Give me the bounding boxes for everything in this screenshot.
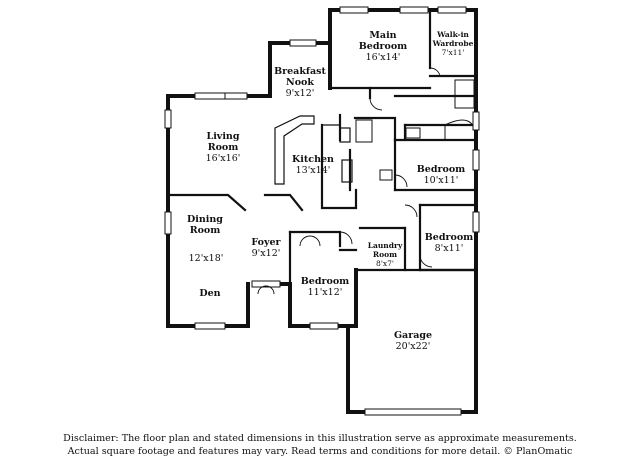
disclaimer: Disclaimer: The floor plan and stated di… xyxy=(0,432,640,458)
main-bedroom-dim: 16'x14' xyxy=(365,52,401,63)
kitchen-counter xyxy=(274,115,353,185)
breakfast-nook-label: Breakfast Nook 9'x12' xyxy=(272,66,328,99)
foyer-label: Foyer 9'x12' xyxy=(238,237,294,259)
bedroom-1-dim: 10'x11' xyxy=(423,175,459,186)
garage-dim: 20'x22' xyxy=(395,341,431,352)
walk-in-dim: 7'x11' xyxy=(441,48,465,57)
garage-label: Garage 20'x22' xyxy=(385,330,441,352)
living-room-name-line1: Living xyxy=(206,131,240,142)
laundry-dim: 8'x7' xyxy=(376,259,394,268)
interior-walls xyxy=(166,8,478,286)
kitchen-name: Kitchen xyxy=(292,154,334,165)
dining-room-name-line2: Room xyxy=(189,225,221,236)
foyer-dim: 9'x12' xyxy=(251,248,281,259)
bedroom-3-dim: 11'x12' xyxy=(307,287,343,298)
laundry-room-label: Laundry Room 8'x7' xyxy=(360,241,410,268)
bedroom-1-label: Bedroom 10'x11' xyxy=(412,164,470,186)
walk-in-name-line2: Wardrobe xyxy=(432,39,474,48)
laundry-name-line2: Room xyxy=(372,250,398,259)
foyer-name: Foyer xyxy=(251,237,281,248)
disclaimer-line2: Actual square footage and features may v… xyxy=(67,446,573,457)
walk-in-wardrobe-label: Walk-in Wardrobe 7'x11' xyxy=(432,30,474,57)
den-label: Den xyxy=(190,288,230,299)
den-name: Den xyxy=(199,288,221,299)
breakfast-nook-dim: 9'x12' xyxy=(285,88,315,99)
bedroom-2-label: Bedroom 8'x11' xyxy=(420,232,478,254)
disclaimer-line1: Disclaimer: The floor plan and stated di… xyxy=(63,433,577,444)
main-bedroom-label: Main Bedroom 16'x14' xyxy=(355,30,411,63)
kitchen-dim: 13'x14' xyxy=(295,165,331,176)
breakfast-nook-name-line1: Breakfast xyxy=(274,66,326,77)
living-room-name-line2: Room xyxy=(207,142,239,153)
bedroom-2-dim: 8'x11' xyxy=(434,243,464,254)
dining-room-dim-label: 12'x18' xyxy=(178,253,234,264)
main-bedroom-name-line1: Main xyxy=(369,30,397,41)
living-room-label: Living Room 16'x16' xyxy=(195,131,251,164)
dining-room-dim: 12'x18' xyxy=(188,253,224,264)
dining-room-name-line1: Dining xyxy=(187,214,223,225)
bedroom-2-name: Bedroom xyxy=(424,232,474,243)
doors xyxy=(257,67,441,295)
bedroom-3-name: Bedroom xyxy=(300,276,350,287)
main-bedroom-name-line2: Bedroom xyxy=(358,41,408,52)
bedroom-1-name: Bedroom xyxy=(416,164,466,175)
laundry-name-line1: Laundry xyxy=(367,241,403,250)
kitchen-label: Kitchen 13'x14' xyxy=(285,154,341,176)
breakfast-nook-name-line2: Nook xyxy=(286,77,314,88)
windows xyxy=(164,6,480,416)
walk-in-name-line1: Walk-in xyxy=(437,30,469,39)
bath-fixtures xyxy=(355,79,477,181)
living-room-dim: 16'x16' xyxy=(205,153,241,164)
garage-name: Garage xyxy=(393,330,433,341)
dining-room-label: Dining Room xyxy=(177,214,233,236)
bedroom-3-label: Bedroom 11'x12' xyxy=(297,276,353,298)
